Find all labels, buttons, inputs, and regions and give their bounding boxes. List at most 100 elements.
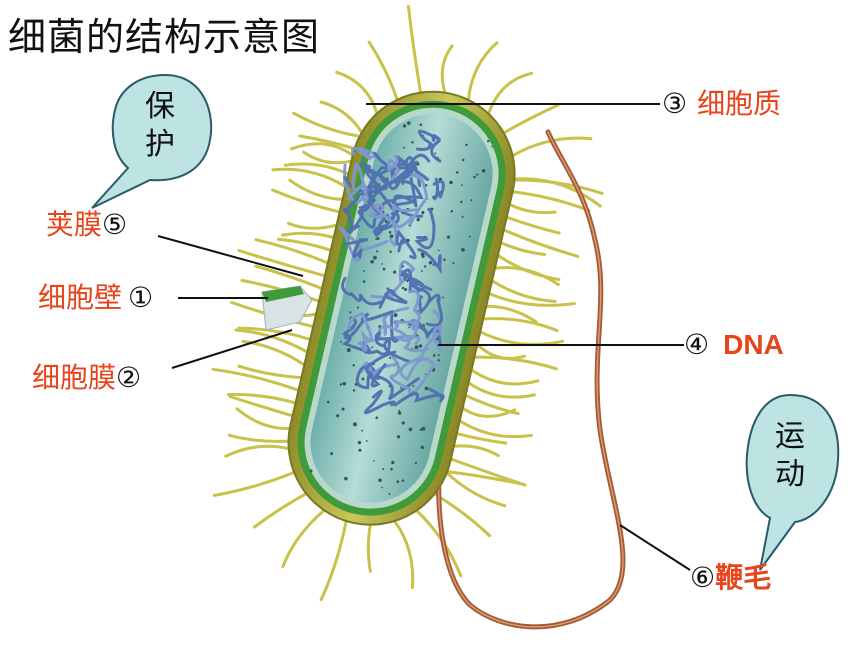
ribosome-dot <box>389 234 394 239</box>
ribosome-dot <box>411 141 414 144</box>
ribosome-dot <box>420 445 425 450</box>
ribosome-dot <box>403 146 406 149</box>
label-flagellum-number: ⑥ <box>690 561 716 594</box>
pilus <box>292 111 359 138</box>
pilus <box>271 188 342 214</box>
ribosome-dot <box>437 354 440 357</box>
pilus <box>406 4 423 95</box>
pilus <box>271 167 347 189</box>
pilus <box>226 392 297 405</box>
dna-strand <box>432 177 445 201</box>
ribosome-dot <box>414 345 419 350</box>
ribosome-dot <box>406 279 409 283</box>
dna-strand <box>346 162 368 201</box>
ribosome-dot <box>371 346 374 349</box>
pilus <box>478 330 565 346</box>
pilus <box>472 355 558 371</box>
ribosome-dot <box>468 235 471 238</box>
dna-strand <box>347 311 373 352</box>
ribosome-dot <box>384 220 388 223</box>
leader-flagellum <box>619 524 691 571</box>
label-flagellum: ⑥鞭毛 <box>690 561 771 595</box>
dna-strand <box>417 248 442 275</box>
ribosome-dot <box>363 269 366 272</box>
ribosome-dot <box>416 217 420 222</box>
label-cell-wall-number: ① <box>128 281 154 314</box>
ribosome-dot <box>404 288 408 292</box>
ribosome-dot <box>420 252 425 257</box>
ribosome-dot <box>434 152 437 155</box>
pilus <box>319 100 364 134</box>
pilus <box>393 519 415 589</box>
dna-strand <box>414 207 436 250</box>
dna-strand <box>358 153 431 188</box>
ribosome-dot <box>461 215 464 218</box>
dna-strand <box>392 321 421 345</box>
ribosome-dot <box>473 175 476 179</box>
pilus <box>445 471 507 508</box>
pilus <box>319 519 348 602</box>
ribosome-dot <box>450 210 453 213</box>
dna-strand <box>417 129 442 148</box>
ribosome-dot <box>389 356 392 359</box>
dna-strand <box>387 154 401 184</box>
protect-char-2: 护 <box>145 127 175 162</box>
leader-cell-membrane <box>171 329 293 369</box>
leader-lines <box>157 103 691 571</box>
ribosome-dot <box>421 270 423 272</box>
ribosome-dot <box>401 479 405 483</box>
pilus <box>464 393 520 415</box>
ribosome-dot <box>397 411 402 415</box>
ribosome-dot <box>441 296 444 299</box>
dna-strand <box>341 276 383 306</box>
ribosome-dot <box>421 426 426 431</box>
dna-strand <box>363 389 396 415</box>
ribosome-dot <box>393 313 398 318</box>
ribosome-dot <box>358 448 362 452</box>
dna-strand <box>391 180 424 218</box>
pilus <box>508 203 557 215</box>
pilus <box>254 238 330 265</box>
dna-strand <box>365 350 397 388</box>
pilus <box>335 70 379 115</box>
leader-capsule <box>157 235 304 277</box>
ribosome-dot <box>326 400 330 404</box>
pilus <box>224 444 291 458</box>
ribosome-dot <box>378 478 382 483</box>
pilus <box>228 395 295 418</box>
ribosome-dot <box>376 237 380 240</box>
motion-bubble-text: 运 动 <box>770 418 810 494</box>
label-cell-membrane-name: 细胞膜 <box>32 361 117 394</box>
ribosome-dot <box>400 386 402 389</box>
ribosome-dot <box>461 247 465 252</box>
ribosome-dot <box>381 486 383 489</box>
pilus <box>490 279 557 303</box>
ribosome-dot <box>414 461 417 465</box>
pilus <box>440 44 454 95</box>
diagram-title: 细菌的结构示意图 <box>8 15 321 59</box>
ribosome-dot <box>461 184 463 187</box>
dna-strand <box>373 212 396 238</box>
ribosome-dot <box>373 460 375 462</box>
ribosome-dot <box>309 469 313 473</box>
pilus <box>281 231 336 240</box>
ribosome-dot <box>398 409 401 412</box>
label-cell-membrane: 细胞膜② <box>32 361 141 395</box>
pilus <box>502 228 580 258</box>
ribosome-dot <box>375 238 378 240</box>
label-cytoplasm-number: ③ <box>662 87 688 120</box>
ribosome-dot <box>396 435 401 439</box>
label-cytoplasm-name: 细胞质 <box>697 87 782 120</box>
pilus <box>512 178 604 195</box>
ribosome-dot <box>491 145 493 148</box>
pilus <box>470 368 540 386</box>
pilus <box>446 470 526 487</box>
ribosome-dot <box>356 306 360 309</box>
ribosome-dot <box>342 381 347 386</box>
ribosome-dot <box>352 364 355 367</box>
pilus <box>466 41 499 102</box>
ribosome-dot <box>352 389 356 392</box>
dna-strand <box>374 311 403 348</box>
